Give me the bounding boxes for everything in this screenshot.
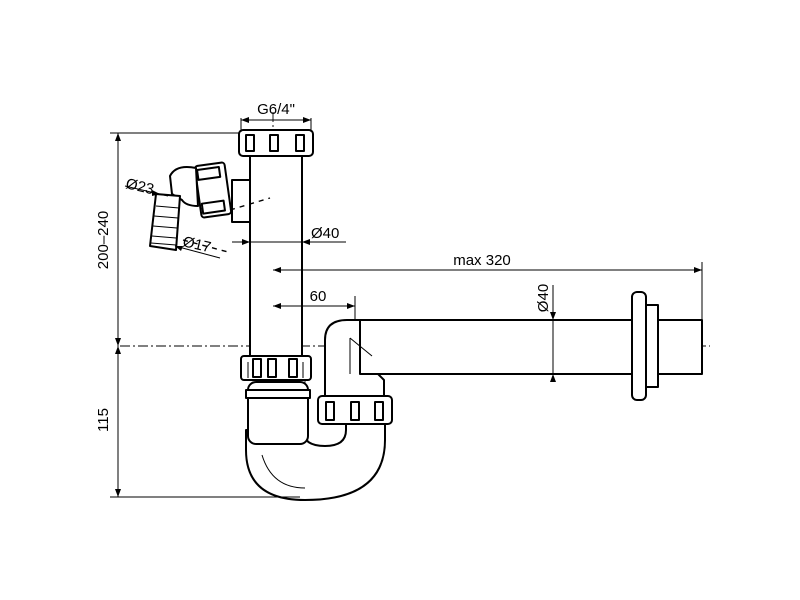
dim-bottom-height: 115 <box>95 346 300 498</box>
trap-outlet-nut <box>317 395 393 425</box>
dim-offset: 60 <box>273 288 356 320</box>
inlet-inner-label: Ø17 <box>181 233 212 256</box>
dim-height-range: 200–240 <box>95 132 240 346</box>
dim-inlet-outer: Ø23 <box>124 175 169 198</box>
horizontal-pipe-label: Ø40 <box>535 284 552 312</box>
dim-inlet-inner: Ø17 <box>174 233 221 259</box>
dim-max-length: max 320 <box>273 252 703 320</box>
standpipe-lower-nut <box>240 355 312 381</box>
bottom-height-label: 115 <box>95 408 112 432</box>
height-range-label: 200–240 <box>95 211 112 269</box>
max-length-label: max 320 <box>453 252 511 269</box>
side-hose-connector <box>149 161 271 253</box>
horizontal-drain-pipe <box>355 291 703 401</box>
dim-thread: G6/4" <box>240 101 312 132</box>
inlet-outer-label: Ø23 <box>124 175 155 198</box>
outlet-elbow <box>324 319 385 403</box>
thread-label: G6/4" <box>257 101 295 118</box>
lower-body <box>245 381 311 445</box>
vertical-pipe-label: Ø40 <box>311 225 339 242</box>
dim-horizontal-pipe: Ø40 <box>535 284 556 382</box>
dim-vertical-pipe: Ø40 <box>232 225 346 245</box>
top-nut <box>238 129 314 157</box>
vertical-standpipe <box>249 149 303 359</box>
offset-label: 60 <box>310 288 327 305</box>
